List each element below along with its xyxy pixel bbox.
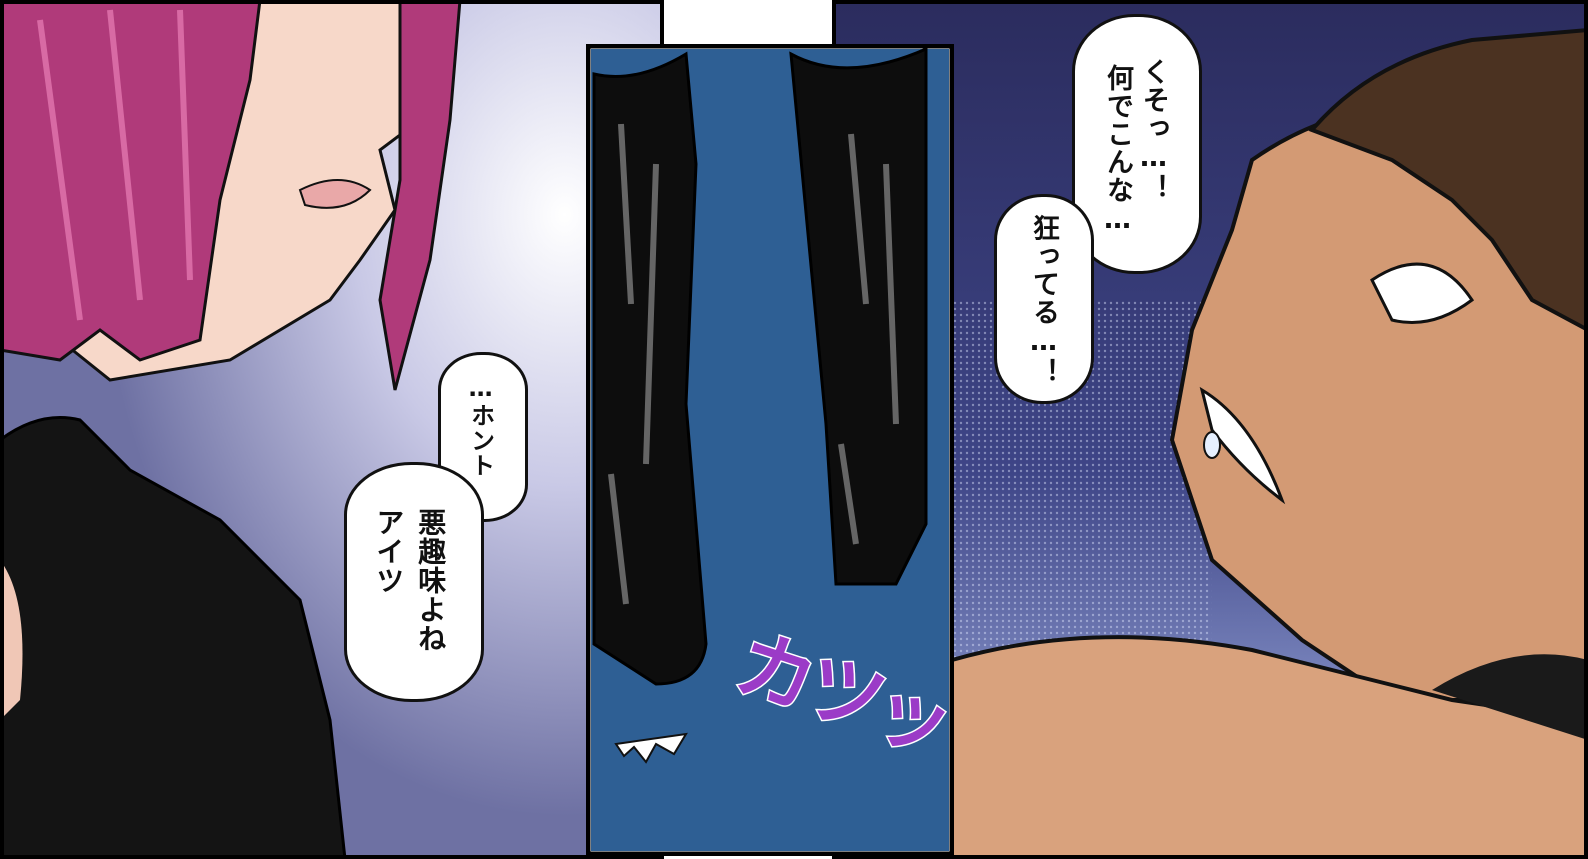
woman-hair-right [378,0,462,391]
speech-bubble-right-1 [1072,14,1202,274]
panel-left-art [0,0,664,859]
panel-middle: カツッ [586,44,954,856]
speech-right-line-2: 何でこんな… [1102,64,1134,236]
speech-bubble-left-bottom [344,462,484,702]
impact-splash [614,732,688,764]
speech-bubble-right-2 [994,194,1094,404]
panel-middle-art [586,44,954,856]
man-mouth [1199,386,1286,505]
speech-right-line-3: 狂ってる…！ [1028,214,1060,386]
speech-line-1: …ホント [466,374,495,478]
right-boot [789,46,928,586]
speech-line-3: アイツ [372,508,406,595]
man-eye [1370,262,1475,324]
woman-lips [298,179,372,209]
man-shoulder [939,635,1588,859]
speech-line-2: 悪趣味よね [414,508,448,653]
speech-right-line-1: くそっ…！ [1138,58,1170,202]
man-hair [1308,27,1588,333]
panel-left: …ホント 悪趣味よね アイツ [0,0,664,859]
woman-top [0,416,347,859]
